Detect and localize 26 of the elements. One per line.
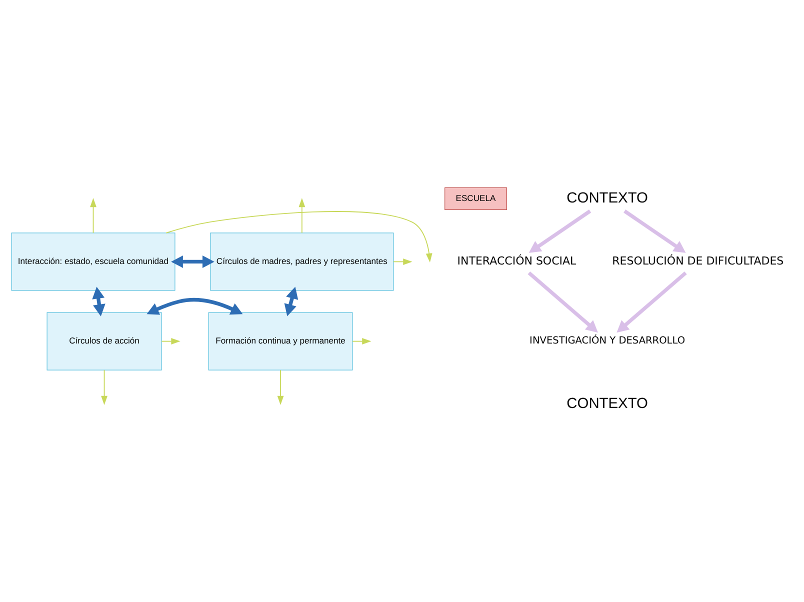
node-box: ESCUELA xyxy=(444,186,507,210)
arrow xyxy=(528,271,598,332)
arrow xyxy=(171,254,214,268)
arrow xyxy=(393,258,412,264)
node-text: RESOLUCIÓN DE DIFICULTADES xyxy=(612,254,784,267)
arrow xyxy=(528,209,592,252)
arrow xyxy=(101,369,108,405)
node-box: Formación continua y permanente xyxy=(208,312,353,370)
node-box: Círculos de madres, padres y representantes xyxy=(210,232,394,290)
node-text: INTERACCIÓN SOCIAL xyxy=(457,254,576,267)
arrow xyxy=(92,286,106,316)
arrow xyxy=(146,297,243,314)
arrow xyxy=(166,210,432,262)
label: CONTEXTO xyxy=(566,396,648,412)
node-box: Interacción: estado, escuela comunidad xyxy=(11,232,176,290)
arrow xyxy=(277,369,284,405)
arrow xyxy=(352,338,372,344)
arrow xyxy=(284,286,298,316)
arrow xyxy=(298,197,306,233)
arrow xyxy=(90,197,96,233)
arrow xyxy=(624,209,686,252)
node-text: CONTEXTO xyxy=(566,190,648,206)
arrow xyxy=(161,338,180,344)
arrow xyxy=(616,271,687,332)
node-box: Círculos de acción xyxy=(46,312,162,370)
node-text: INVESTIGACIÓN Y DESARROLLO xyxy=(530,335,686,346)
